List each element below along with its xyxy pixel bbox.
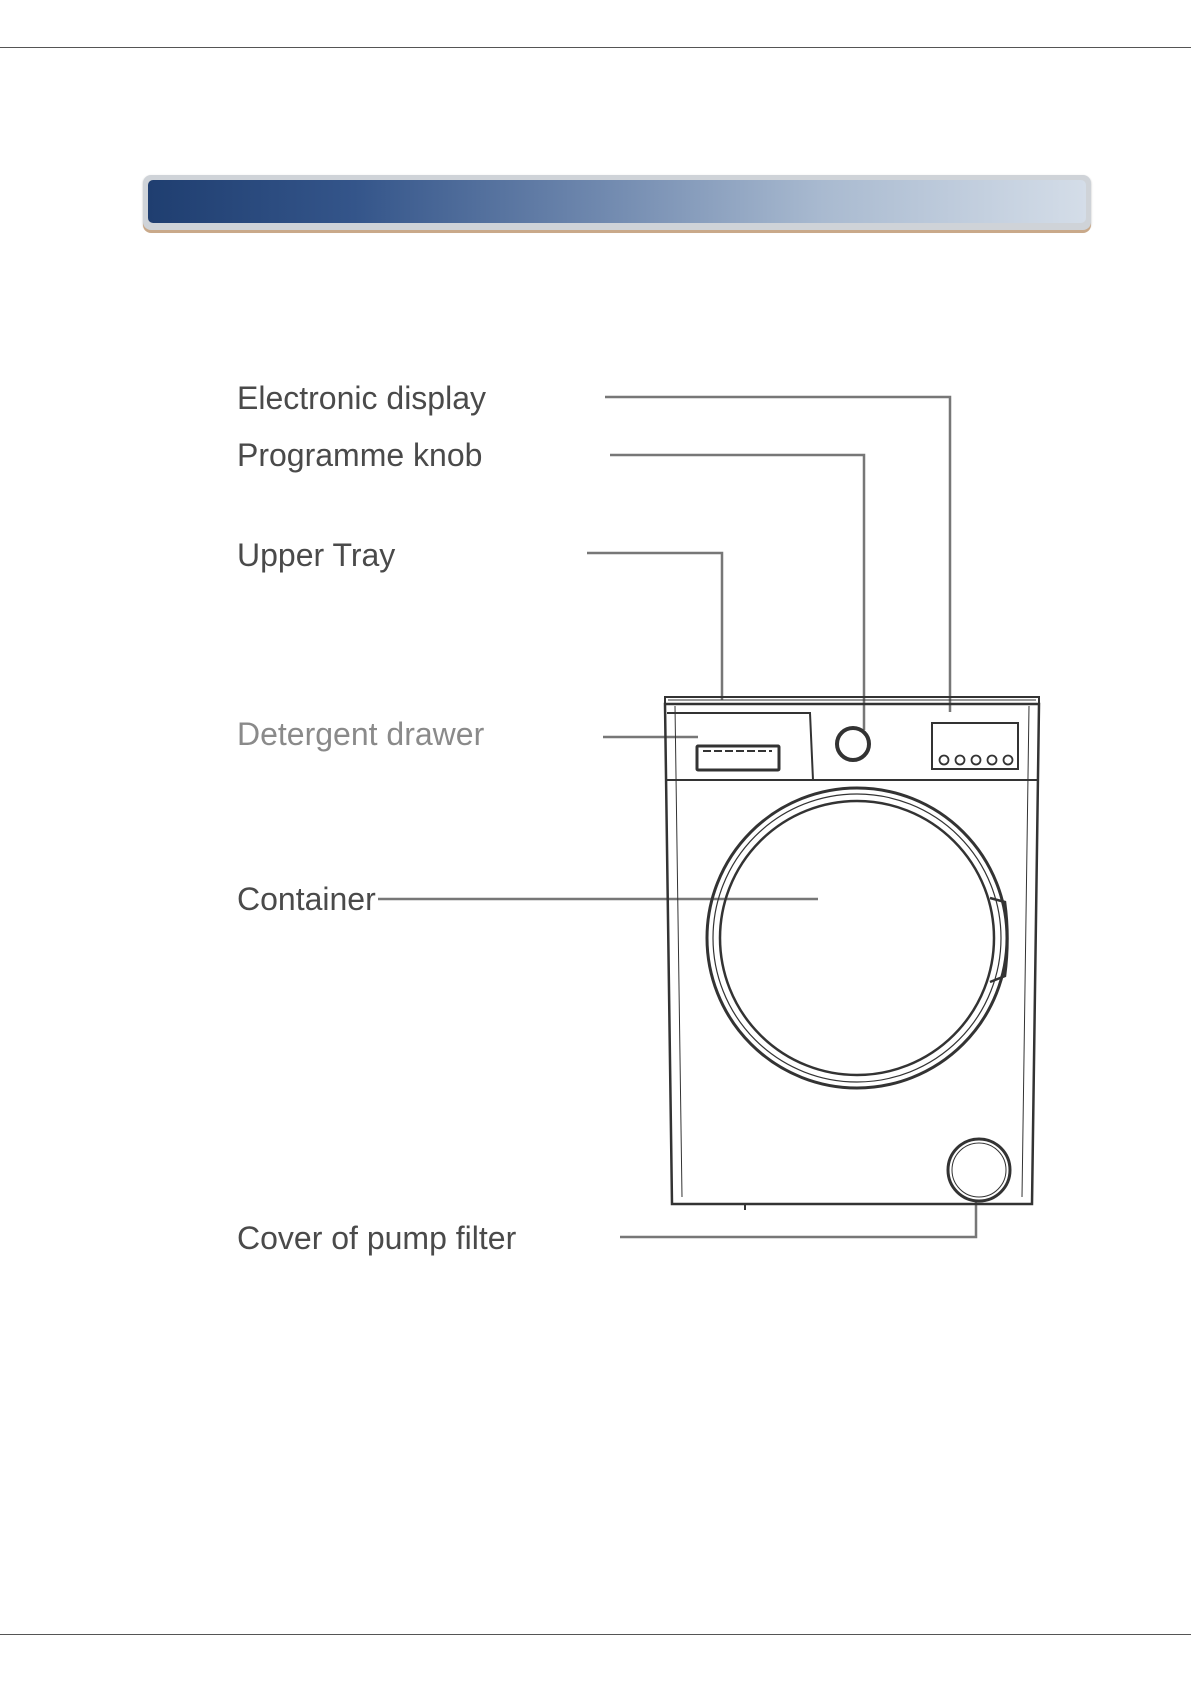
leader-line-programme-knob xyxy=(610,455,864,730)
drawer-handle xyxy=(697,746,779,770)
footer-rule xyxy=(0,1634,1191,1635)
leader-line-electronic-display xyxy=(605,397,950,712)
washing-machine xyxy=(665,697,1039,1210)
programme-knob-icon xyxy=(837,728,869,760)
leader-line-upper-tray xyxy=(587,553,722,700)
pump-filter-cover-icon xyxy=(948,1139,1010,1201)
door-outer-ring xyxy=(707,788,1007,1088)
electronic-display-screen xyxy=(932,723,1018,769)
leader-line-pump-filter xyxy=(620,1200,976,1237)
door-glass xyxy=(720,801,994,1075)
display-buttons xyxy=(940,756,1013,765)
